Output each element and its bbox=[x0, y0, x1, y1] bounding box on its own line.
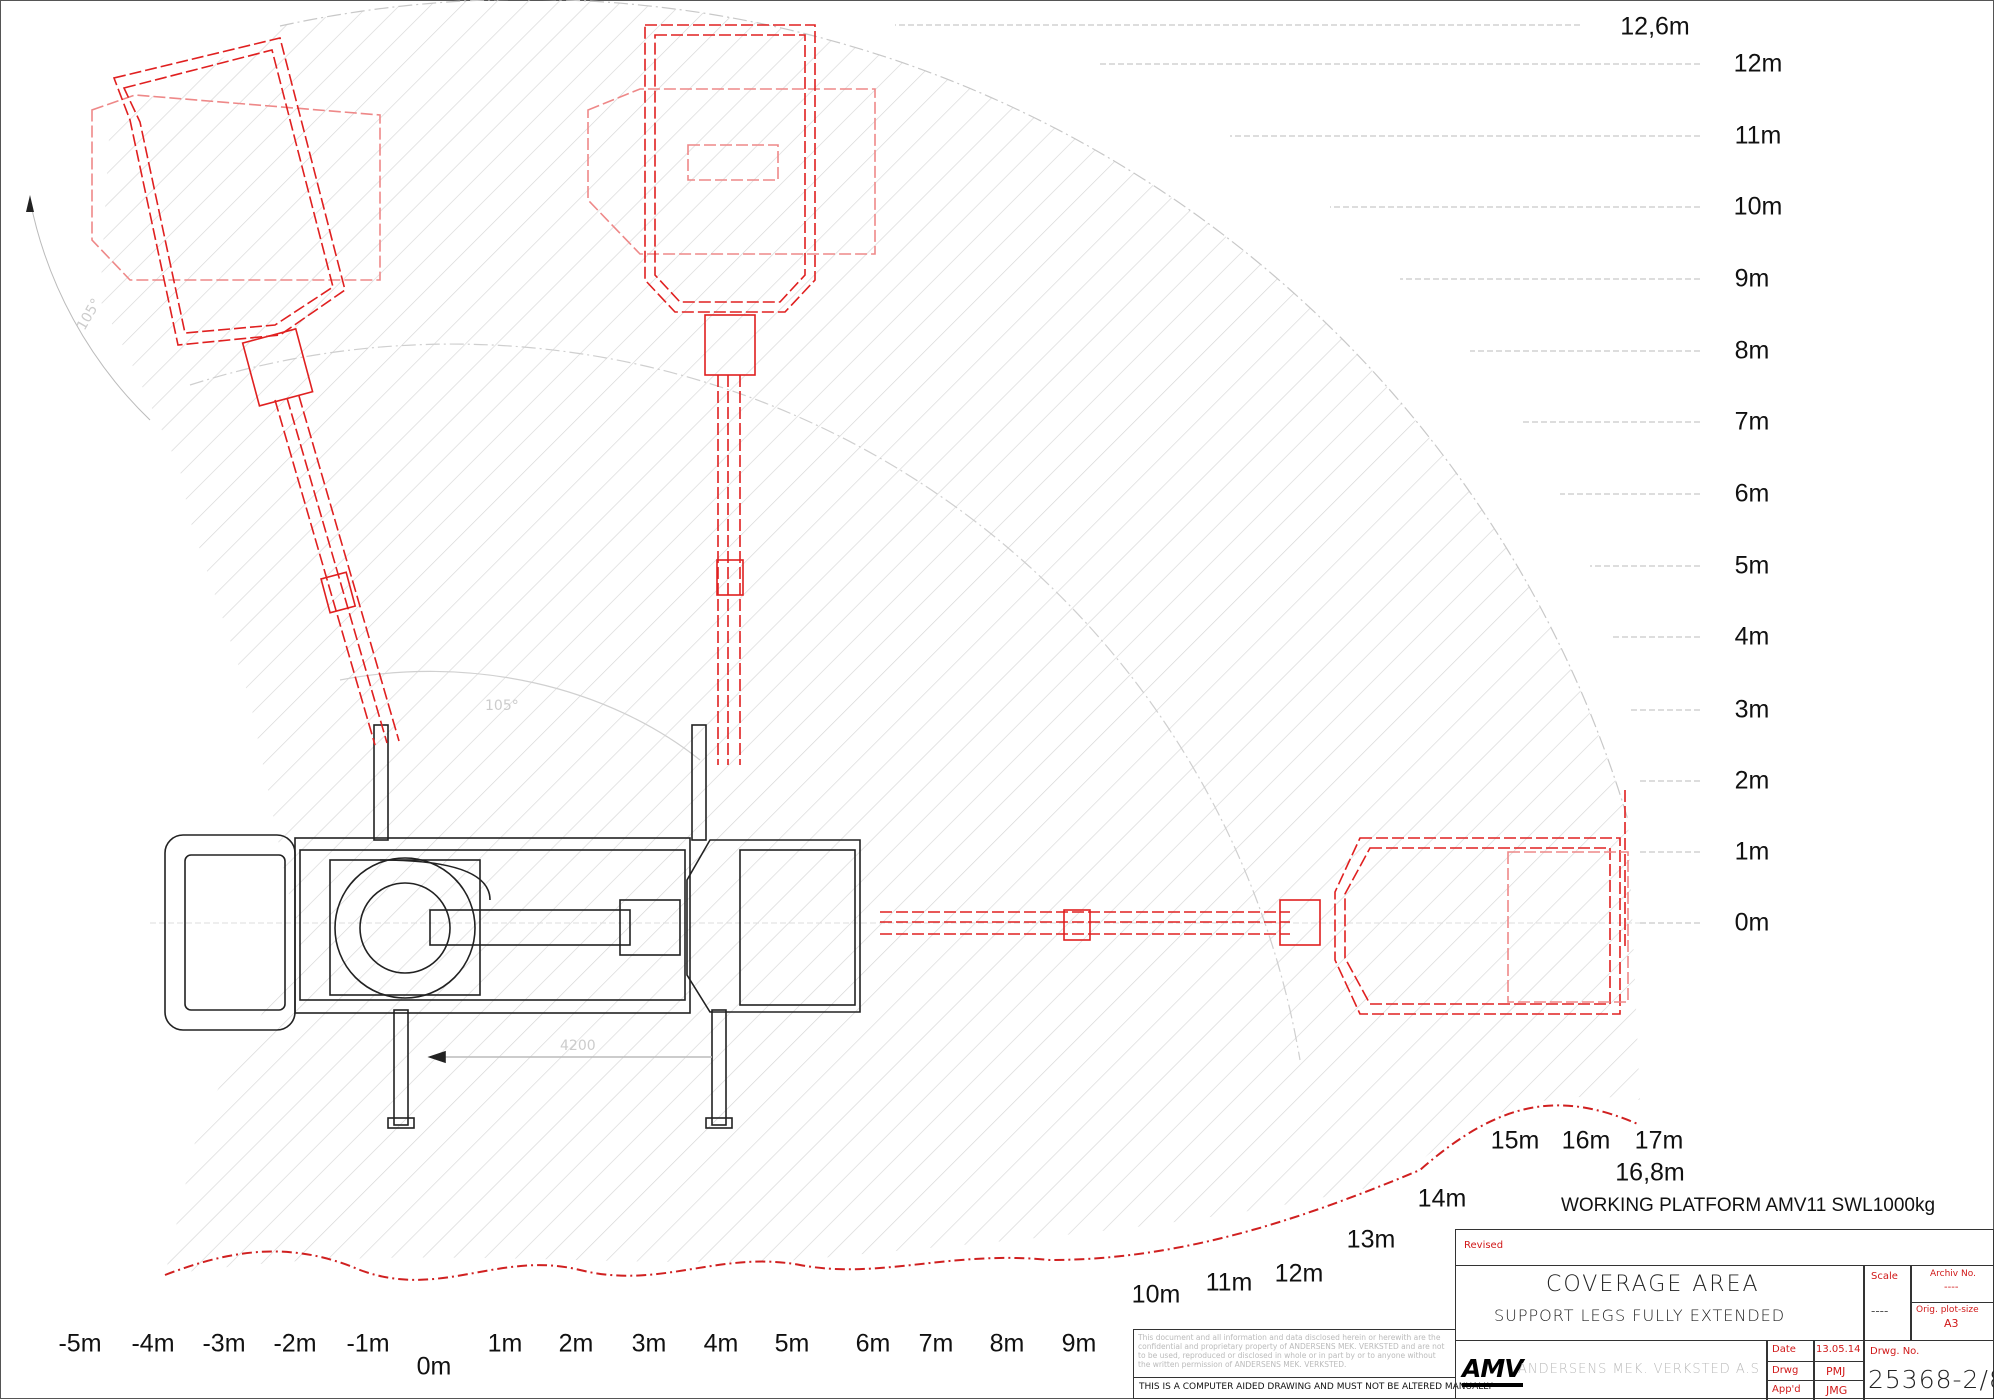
drawing-subtitle: WORKING PLATFORM AMV11 SWL1000kg bbox=[1560, 1195, 1936, 1216]
angle-label-1: 105° bbox=[74, 296, 105, 333]
company-name: ANDERSENS MEK. VERKSTED A.S bbox=[1518, 1362, 1760, 1377]
scale-label-bottom: 1m bbox=[487, 1329, 523, 1358]
disclaimer-text: This document and all information and da… bbox=[1138, 1333, 1445, 1369]
cad-notice: THIS IS A COMPUTER AIDED DRAWING AND MUS… bbox=[1139, 1382, 1493, 1392]
scale-label-bottom: -5m bbox=[58, 1329, 102, 1358]
scale-label-right: 12m bbox=[1733, 49, 1783, 78]
scale-label-bottom: 16m bbox=[1561, 1126, 1611, 1155]
platform-position-top bbox=[587, 24, 876, 765]
scale-label-bottom: 10m bbox=[1131, 1280, 1181, 1309]
scale-label-bottom: -2m bbox=[273, 1329, 317, 1358]
reach-arc-outer bbox=[279, 0, 1629, 821]
revised-label: Revised bbox=[1464, 1240, 1504, 1251]
scale-label-bottom: -3m bbox=[202, 1329, 246, 1358]
company-logo: AMV bbox=[1462, 1354, 1524, 1387]
drwg-no-label: Drwg. No. bbox=[1870, 1346, 1920, 1357]
drawing-title: COVERAGE AREA bbox=[1546, 1272, 1760, 1297]
scale-label-right: 11m bbox=[1734, 121, 1782, 150]
drawing-subtitle-block: SUPPORT LEGS FULLY EXTENDED bbox=[1494, 1306, 1786, 1325]
reach-arc-inner bbox=[189, 343, 1301, 1061]
scale-label-bottom: 5m bbox=[774, 1329, 810, 1358]
scale-label-right: 9m bbox=[1734, 264, 1770, 293]
scale-label-right: 6m bbox=[1734, 479, 1770, 508]
scale-label-bottom: 13m bbox=[1346, 1225, 1396, 1254]
scale-label-right: 1m bbox=[1734, 837, 1770, 866]
drwg-label: Drwg bbox=[1772, 1365, 1799, 1376]
scale-label-right: 3m bbox=[1734, 695, 1770, 724]
scale-value: ---- bbox=[1871, 1304, 1889, 1318]
drwg-no-value: 25368-2/8 bbox=[1868, 1365, 1994, 1394]
scale-label-right: 2m bbox=[1734, 766, 1770, 795]
scale-label-right: 5m bbox=[1734, 551, 1770, 580]
scale-label-bottom: 11m bbox=[1205, 1268, 1253, 1297]
date-value: 13.05.14 bbox=[1816, 1344, 1861, 1355]
grid-ticks bbox=[150, 24, 1700, 924]
scale-label-bottom: -1m bbox=[346, 1329, 390, 1358]
scale-label-right: 8m bbox=[1734, 336, 1770, 365]
angle-label-2: 105° bbox=[485, 698, 519, 714]
scale-label-bottom: 8m bbox=[989, 1329, 1025, 1358]
scale-label-bottom: -4m bbox=[131, 1329, 175, 1358]
scale-label-bottom: 2m bbox=[558, 1329, 594, 1358]
appd-value: JMG bbox=[1826, 1384, 1848, 1397]
scale-label-bottom: 15m bbox=[1490, 1126, 1540, 1155]
truck-chassis bbox=[164, 724, 861, 1129]
scale-label: Scale bbox=[1871, 1271, 1898, 1282]
date-label: Date bbox=[1772, 1344, 1796, 1355]
scale-label-right: 10m bbox=[1733, 192, 1783, 221]
appd-label: App'd bbox=[1772, 1384, 1801, 1395]
scale-label-bottom: 3m bbox=[631, 1329, 667, 1358]
platform-position-right bbox=[880, 790, 1629, 1015]
scale-label-bottom: 17m bbox=[1634, 1126, 1684, 1155]
archiv-label: Archiv No. bbox=[1930, 1269, 1976, 1279]
dimension-arrow-icon bbox=[427, 1050, 446, 1064]
scale-label-right: 12,6m bbox=[1620, 12, 1690, 41]
scale-label-bottom: 4m bbox=[703, 1329, 739, 1358]
scale-label-bottom: 7m bbox=[918, 1329, 954, 1358]
scale-label-right: 0m bbox=[1734, 908, 1770, 937]
scale-label-right: 7m bbox=[1734, 407, 1770, 436]
angle-arc bbox=[29, 199, 151, 421]
plot-size-value: A3 bbox=[1944, 1317, 1959, 1330]
archiv-value: ---- bbox=[1944, 1282, 1959, 1293]
scale-label-bottom: 12m bbox=[1274, 1259, 1324, 1288]
platform-position-left bbox=[91, 37, 400, 746]
angle-arrow-icon bbox=[26, 195, 34, 212]
dimension-label: 4200 bbox=[560, 1038, 596, 1054]
drwg-value: PMJ bbox=[1826, 1365, 1846, 1378]
disclaimer-box: This document and all information and da… bbox=[1133, 1329, 1493, 1399]
scale-label-bottom: 14m bbox=[1417, 1184, 1467, 1213]
scale-label-bottom: 16,8m bbox=[1615, 1158, 1685, 1187]
scale-label-bottom: 6m bbox=[855, 1329, 891, 1358]
slew-arc bbox=[339, 670, 701, 761]
scale-label-bottom: 0m bbox=[416, 1352, 452, 1381]
title-block: Revised COVERAGE AREA SUPPORT LEGS FULLY… bbox=[1455, 1229, 1994, 1400]
plot-size-label: Orig. plot-size bbox=[1916, 1305, 1979, 1315]
coverage-area bbox=[100, 0, 1640, 1275]
scale-label-right: 4m bbox=[1734, 622, 1770, 651]
scale-label-bottom: 9m bbox=[1061, 1329, 1097, 1358]
